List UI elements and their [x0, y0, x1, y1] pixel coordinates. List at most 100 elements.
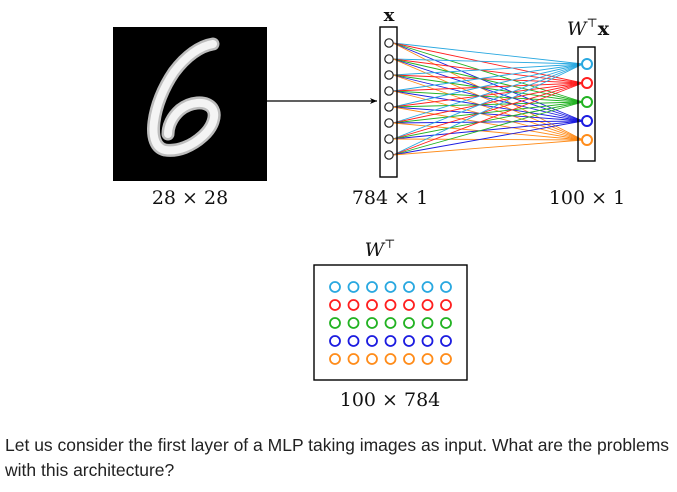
output-neuron — [581, 77, 593, 89]
matrix-weight-neuron — [347, 299, 360, 311]
input-vector-symbol: x — [384, 5, 395, 26]
matrix-weight-neuron — [440, 353, 452, 365]
output-neuron — [581, 58, 593, 70]
input-neuron — [384, 54, 394, 64]
matrix-weight-neuron — [329, 317, 341, 329]
input-size-label: 784 × 1 — [352, 187, 428, 209]
matrix-weight-neuron — [347, 281, 360, 293]
output-neuron — [581, 96, 593, 108]
connection-line — [392, 106, 584, 122]
image-size-label: 28 × 28 — [152, 187, 228, 209]
output-neuron — [581, 115, 593, 127]
matrix-weight-neuron — [440, 335, 452, 347]
matrix-w-symbol: W — [365, 239, 386, 261]
matrix-weight-neuron — [329, 299, 341, 311]
connection-line — [392, 42, 584, 65]
matrix-weight-neuron — [384, 317, 397, 329]
connection-line — [392, 120, 584, 140]
connection-line — [392, 101, 584, 140]
connection-line — [392, 82, 584, 156]
output-vector — [577, 46, 596, 162]
matrix-weight-neuron — [440, 281, 452, 293]
matrix-size-label: 100 × 784 — [340, 389, 441, 411]
digit-stroke-core — [149, 40, 219, 155]
connection-line — [392, 74, 584, 103]
matrix-weight-neuron — [384, 299, 397, 311]
connection-line — [392, 90, 584, 141]
matrix-weight-neuron — [366, 281, 378, 293]
connection-line — [392, 63, 584, 76]
matrix-symbol: W⊤ — [365, 237, 396, 261]
matrix-weight-neuron — [421, 353, 434, 365]
input-neuron — [384, 118, 394, 128]
matrix-weight-neuron — [403, 281, 415, 293]
output-size-label: 100 × 1 — [549, 187, 625, 209]
input-neuron — [384, 38, 394, 48]
caption-text: Let us consider the first layer of a MLP… — [5, 435, 670, 480]
connection-line — [392, 63, 584, 156]
connection-line — [392, 74, 584, 141]
matrix-weight-neuron — [384, 335, 397, 347]
connection-line — [392, 101, 584, 108]
matrix-weight-neuron — [421, 335, 434, 347]
matrix-weight-neuron — [366, 317, 378, 329]
connection-line — [392, 74, 584, 122]
input-neuron — [384, 70, 394, 80]
connection-line — [392, 90, 584, 122]
matrix-weight-neuron — [421, 299, 434, 311]
connection-line — [392, 63, 584, 108]
output-vector-symbol: W⊤x — [567, 16, 610, 40]
connection-line — [392, 82, 584, 108]
connection-line — [392, 58, 584, 65]
matrix-weight-neuron — [347, 317, 360, 329]
input-neuron — [384, 102, 394, 112]
connection-line — [392, 63, 584, 92]
connection-line — [392, 63, 584, 140]
matrix-weight-neuron — [329, 335, 341, 347]
connection-line — [392, 90, 584, 103]
matrix-weight-neuron — [403, 353, 415, 365]
matrix-weight-neuron — [440, 317, 452, 329]
output-x-symbol: x — [598, 18, 610, 40]
matrix-weight-neuron — [403, 317, 415, 329]
connection-line — [392, 74, 584, 84]
matrix-transpose-symbol: ⊤ — [384, 237, 395, 251]
matrix-weight-neuron — [329, 353, 341, 365]
connection-line — [392, 138, 584, 141]
matrix-weight-neuron — [421, 281, 434, 293]
connection-lines — [392, 42, 584, 156]
matrix-weight-neuron — [384, 281, 397, 293]
input-neuron — [384, 150, 394, 160]
connection-line — [392, 63, 584, 124]
output-neuron — [581, 134, 593, 146]
input-neurons — [384, 38, 394, 160]
connection-line — [392, 82, 584, 140]
connection-line — [392, 82, 584, 124]
matrix-weight-neuron — [403, 335, 415, 347]
connection-line — [392, 101, 584, 156]
matrix-weight-neuron — [366, 353, 378, 365]
matrix-weight-neuron — [366, 335, 378, 347]
connection-line — [392, 120, 584, 124]
connection-line — [392, 122, 584, 141]
weight-matrix — [313, 264, 468, 381]
mnist-image — [113, 27, 267, 181]
matrix-weight-neuron — [421, 317, 434, 329]
matrix-weight-neuron — [384, 353, 397, 365]
output-w-symbol: W — [567, 18, 588, 40]
connection-line — [392, 139, 584, 156]
matrix-weight-neuron — [440, 299, 452, 311]
matrix-weight-neuron — [366, 299, 378, 311]
input-vector — [379, 26, 398, 178]
matrix-neurons — [329, 281, 452, 365]
matrix-weight-neuron — [403, 299, 415, 311]
digit-six-pixels — [147, 37, 221, 157]
matrix-weight-neuron — [329, 281, 341, 293]
input-neuron — [384, 134, 394, 144]
output-transpose-symbol: ⊤ — [586, 16, 597, 30]
connection-line — [392, 82, 584, 92]
connection-line — [392, 101, 584, 124]
matrix-weight-neuron — [347, 353, 360, 365]
matrix-weight-neuron — [347, 335, 360, 347]
